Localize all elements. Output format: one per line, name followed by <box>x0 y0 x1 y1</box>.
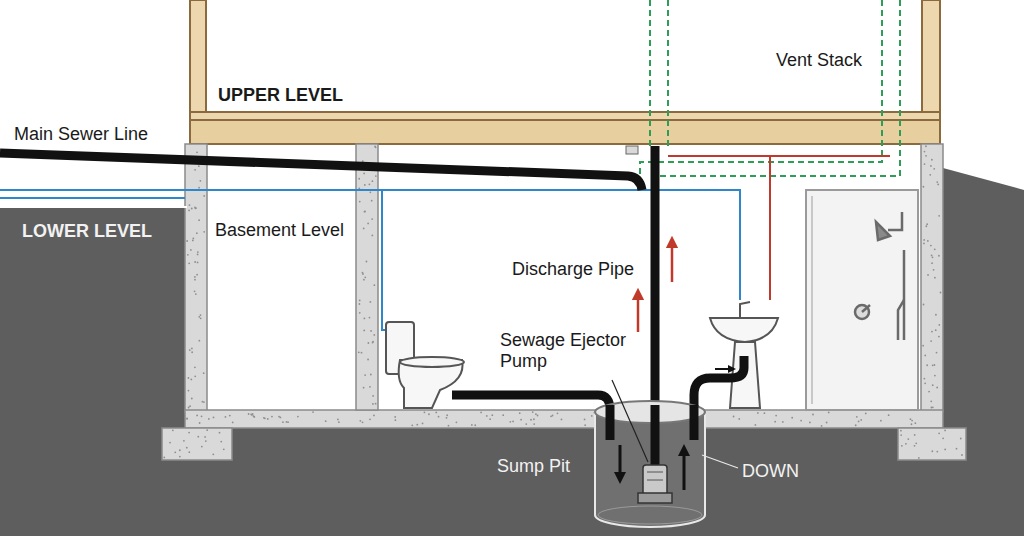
shower-fixture <box>855 212 904 340</box>
upper-wall <box>190 0 206 120</box>
water-supply <box>0 190 740 330</box>
concrete-speckle <box>163 145 963 459</box>
drain-pipe <box>610 405 694 465</box>
sump-pit <box>595 401 705 527</box>
level-line <box>0 206 187 208</box>
flow-arrow <box>715 368 732 370</box>
flow-label: DOWN <box>742 461 799 482</box>
flow-arrow <box>620 445 684 490</box>
pipe-label: Vent Stack <box>776 50 862 71</box>
concrete <box>162 144 966 460</box>
level-label: LOWER LEVEL <box>22 221 152 242</box>
sewer-pipe <box>0 146 655 465</box>
floor-joist <box>190 120 940 144</box>
ground <box>0 428 1024 536</box>
upper-wall <box>922 0 940 120</box>
pipe-label: Main Sewer Line <box>14 124 148 145</box>
pipe-label: Discharge Pipe <box>509 259 637 280</box>
ejector-pump <box>638 465 672 503</box>
level-label: Basement Level <box>212 220 347 241</box>
pump-label: Sewage Ejector Pump <box>497 330 635 372</box>
pipe-fitting <box>626 146 638 154</box>
leader-line <box>702 455 738 468</box>
level-label: UPPER LEVEL <box>218 85 343 106</box>
sink <box>710 302 778 408</box>
floor-plate <box>190 112 940 120</box>
leader-line <box>612 380 648 462</box>
flow-arrow <box>638 242 672 332</box>
shower-enclosure <box>806 190 918 410</box>
pit-label: Sump Pit <box>497 456 570 477</box>
